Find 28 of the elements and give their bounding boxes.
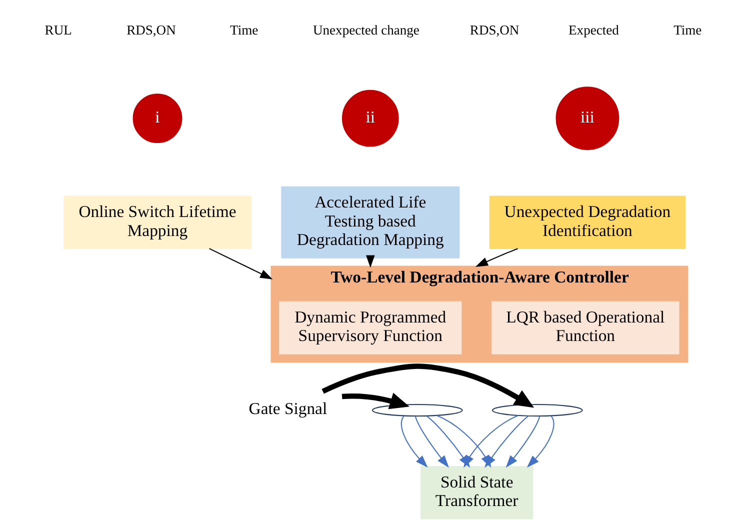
- label: Time: [230, 22, 258, 38]
- arrow: [474, 248, 518, 267]
- label: RUL: [44, 22, 72, 38]
- node-box: Dynamic Programmed Supervisory Function: [278, 301, 462, 354]
- node-box: LQR based Operational Function: [490, 301, 679, 354]
- label: Time: [673, 22, 702, 38]
- arrow: [341, 392, 409, 410]
- arrow: [400, 416, 428, 468]
- label: Expected: [568, 22, 618, 38]
- node-ellipse: [491, 404, 582, 417]
- label: RDS,ON: [469, 22, 519, 38]
- label: Unexpected change: [312, 22, 419, 38]
- arrow: [321, 364, 534, 408]
- arrow: [414, 416, 448, 468]
- node-box: Online Switch Lifetime Mapping: [63, 196, 251, 250]
- arrow: [526, 416, 554, 468]
- label: RDS,ON: [126, 22, 176, 38]
- arrow: [366, 255, 374, 268]
- node-ellipse: [371, 404, 462, 417]
- arrow: [505, 416, 540, 468]
- arrow: [208, 248, 272, 280]
- node-circle: ii: [341, 90, 398, 147]
- node-box: Unexpected Degradation Identification: [488, 196, 686, 250]
- node-box: Solid State Transformer: [420, 466, 533, 520]
- node-circle: iii: [555, 86, 619, 150]
- node-circle: i: [132, 94, 182, 144]
- arrow: [484, 416, 528, 468]
- node-text: Gate Signal: [248, 399, 327, 418]
